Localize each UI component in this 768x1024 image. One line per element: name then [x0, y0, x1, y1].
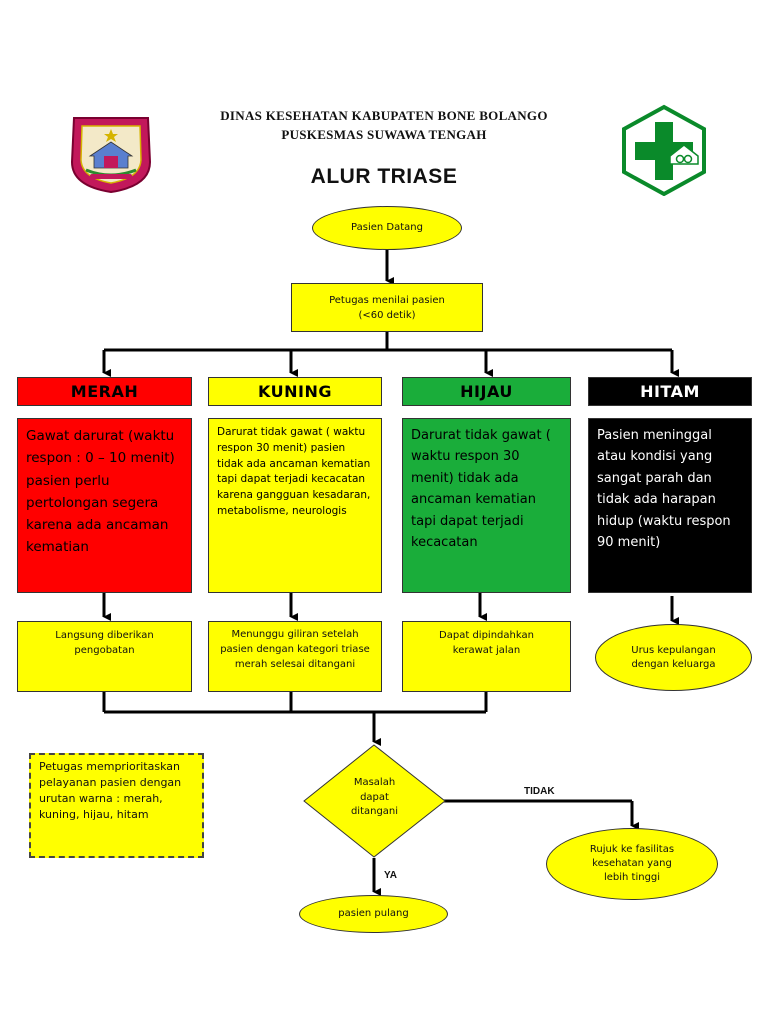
action-hitam-label: Urus kepulangan dengan keluarga [631, 644, 716, 670]
assess-time: (<60 detik) [358, 309, 416, 321]
clinic-name: PUSKESMAS SUWAWA TENGAH [281, 127, 487, 142]
assess-label: Petugas menilai pasien [329, 294, 445, 306]
refer-node: Rujuk ke fasilitas kesehatan yang lebih … [546, 828, 718, 900]
priority-note: Petugas memprioritaskan pelayanan pasien… [29, 753, 204, 858]
no-label: TIDAK [524, 786, 555, 797]
action-merah: Langsung diberikan pengobatan [17, 621, 192, 692]
description-merah: Gawat darurat (waktu respon : 0 – 10 men… [17, 418, 192, 593]
regency-shield-emblem-icon [70, 117, 152, 194]
decision-line3: ditangani [350, 806, 399, 817]
decision-text: Masalah dapat ditangani [322, 776, 427, 820]
end-node: pasien pulang [299, 895, 448, 933]
category-hitam: HITAM [588, 377, 752, 406]
refer-label: Rujuk ke fasilitas kesehatan yang lebih … [589, 844, 675, 883]
puskesmas-green-cross-hexagon-icon [622, 104, 706, 196]
action-kuning: Menunggu giliran setelah pasien dengan k… [208, 621, 382, 692]
description-kuning: Darurat tidak gawat ( waktu respon 30 me… [208, 418, 382, 593]
action-hitam: Urus kepulangan dengan keluarga [595, 624, 752, 691]
action-merah-label: Langsung diberikan pengobatan [55, 630, 154, 656]
decision-line1: Masalah [353, 777, 396, 788]
assess-node: Petugas menilai pasien (<60 detik) [291, 283, 483, 332]
action-kuning-label: Menunggu giliran setelah pasien dengan k… [220, 629, 370, 670]
start-node: Pasien Datang [312, 206, 462, 250]
decision-diamond [303, 744, 446, 858]
page-title: ALUR TRIASE [310, 165, 458, 188]
category-kuning: KUNING [208, 377, 382, 406]
category-merah: MERAH [17, 377, 192, 406]
action-hijau-label: Dapat dipindahkan kerawat jalan [439, 630, 534, 656]
yes-label: YA [384, 870, 397, 881]
category-hijau: HIJAU [402, 377, 571, 406]
decision-line2: dapat [360, 791, 389, 803]
description-hijau: Darurat tidak gawat ( waktu respon 30 me… [402, 418, 571, 593]
end-label: pasien pulang [338, 908, 409, 919]
priority-note-text: Petugas memprioritaskan pelayanan pasien… [39, 760, 182, 821]
description-hitam: Pasien meninggal atau kondisi yang sanga… [588, 418, 752, 593]
action-hijau: Dapat dipindahkan kerawat jalan [402, 621, 571, 692]
start-label: Pasien Datang [351, 222, 423, 233]
agency-name: DINAS KESEHATAN KABUPATEN BONE BOLANGO [220, 108, 548, 123]
